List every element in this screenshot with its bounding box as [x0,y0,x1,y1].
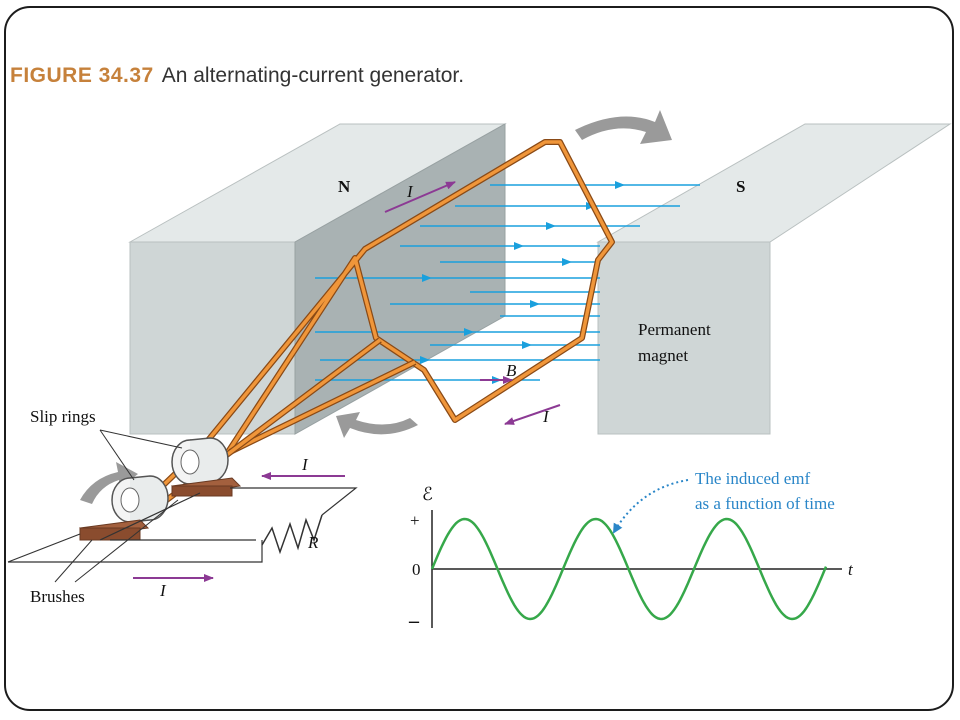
resistor-label: R [307,533,319,552]
external-circuit [7,487,358,563]
time-axis-label: t [848,560,854,579]
slip-rings [111,437,229,523]
south-pole-label: S [736,177,745,196]
figure-caption: FIGURE 34.37 An alternating-current gener… [10,64,464,88]
north-magnet [128,123,507,435]
current-label: I [406,182,414,201]
permanent-magnet-label: magnet [638,346,688,365]
rotation-arrow-icon [336,412,418,438]
emf-graph: ℰ + 0 – t The induced emf as a function … [408,469,854,632]
brushes-label: Brushes [30,587,85,606]
emf-annotation: as a function of time [695,494,835,513]
rotation-arrow-icon [80,462,138,504]
minus-label: – [408,610,420,632]
field-arrowheads [420,181,625,384]
emf-annotation: The induced emf [695,469,811,488]
annotation-arrow-icon [612,479,689,534]
rotation-arrow-icon [575,110,672,144]
current-arrows [133,181,561,582]
current-label: I [542,407,550,426]
current-label: I [159,581,167,600]
emf-axis-label: ℰ [422,484,433,504]
current-label: I [301,455,309,474]
north-pole-label: N [338,177,351,196]
permanent-magnet-label: Permanent [638,320,711,339]
leader-lines [54,429,183,583]
south-magnet [596,123,952,435]
figure-number: FIGURE 34.37 [10,64,154,87]
rotation-arrows [80,110,672,504]
figure-title: An alternating-current generator. [161,64,465,87]
field-vector-label: B [506,361,517,380]
slip-rings-label: Slip rings [30,407,96,426]
zero-label: 0 [412,560,421,579]
brushes [78,477,242,541]
plus-label: + [410,511,420,530]
emf-sine-curve [430,517,828,621]
resistor [261,514,323,555]
